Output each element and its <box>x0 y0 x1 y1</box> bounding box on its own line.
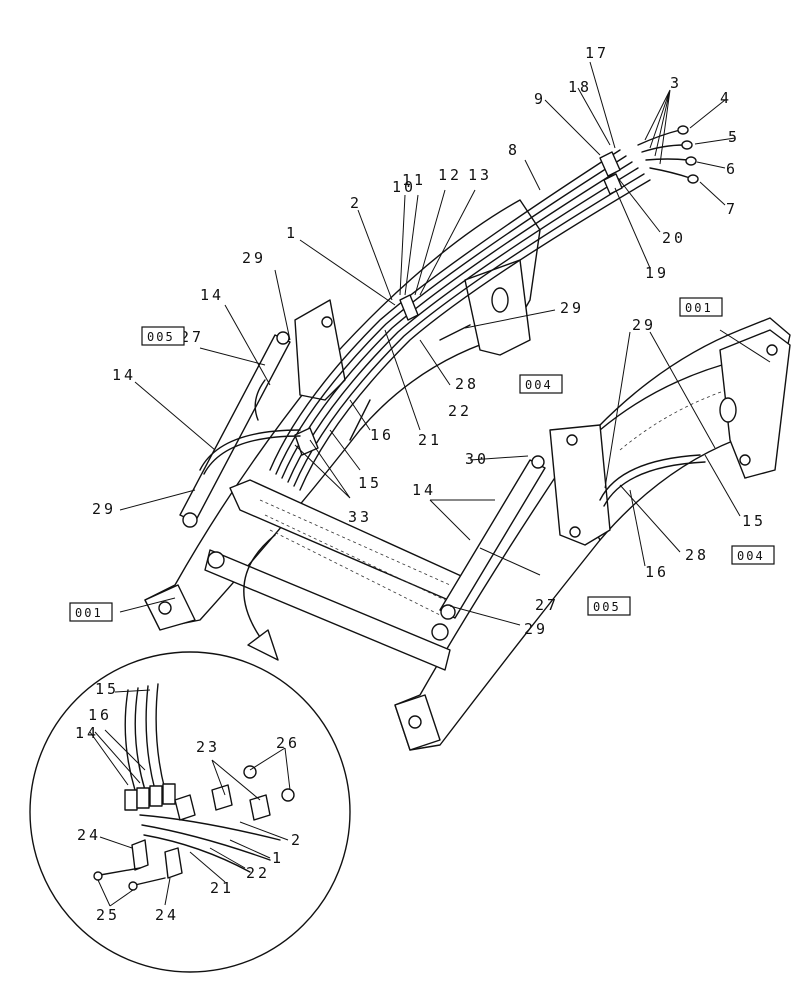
detail-view <box>29 534 351 973</box>
callout-33: 33 <box>348 508 372 526</box>
right-loader-arm <box>394 317 791 751</box>
callout-2: 2 <box>350 194 362 212</box>
ref-001-a: 001 <box>685 301 713 315</box>
callout-9: 9 <box>534 90 546 108</box>
callout-27-b: 27 <box>535 596 559 614</box>
callout-18: 18 <box>568 78 592 96</box>
callout-14-b: 14 <box>112 366 136 384</box>
callout-26: 26 <box>276 734 300 752</box>
ref-004-b: 004 <box>737 549 765 563</box>
callout-15-b: 15 <box>742 512 766 530</box>
callout-24-a: 24 <box>77 826 101 844</box>
ref-004-a: 004 <box>525 378 553 392</box>
callout-16-b: 16 <box>645 563 669 581</box>
callout-15-detail: 15 <box>95 680 119 698</box>
callout-29-a: 29 <box>242 249 266 267</box>
callout-12: 12 <box>438 166 462 184</box>
callout-3: 3 <box>670 74 682 92</box>
callout-19: 19 <box>645 264 669 282</box>
callout-22: 22 <box>448 402 472 420</box>
callout-8: 8 <box>508 141 520 159</box>
callout-10: 10 <box>392 178 416 196</box>
callout-7: 7 <box>726 200 738 218</box>
callout-29-d: 29 <box>632 316 656 334</box>
callout-14-a: 14 <box>200 286 224 304</box>
callout-25: 25 <box>96 906 120 924</box>
callout-5: 5 <box>728 128 740 146</box>
callout-29-e: 29 <box>524 620 548 638</box>
cross-tube-cover <box>204 479 471 671</box>
callout-27-a: 27 <box>180 328 204 346</box>
callout-6: 6 <box>726 160 738 178</box>
callout-16-a: 16 <box>370 426 394 444</box>
callout-14-detail: 14 <box>75 724 99 742</box>
callout-1-detail: 1 <box>272 849 284 867</box>
lift-cylinders <box>179 331 546 620</box>
callout-14-c: 14 <box>412 481 436 499</box>
callout-13: 13 <box>468 166 492 184</box>
callout-labels: 17 18 9 8 3 4 5 6 7 20 19 10 11 12 13 2 … <box>75 44 766 924</box>
callout-4: 4 <box>720 89 732 107</box>
callout-15-a: 15 <box>358 474 382 492</box>
hydraulic-hose-bundle <box>199 125 706 507</box>
callout-2-detail: 2 <box>291 831 303 849</box>
leader-lines <box>89 61 771 907</box>
callout-16-detail: 16 <box>88 706 112 724</box>
callout-22-detail: 22 <box>246 864 270 882</box>
callout-29-b: 29 <box>560 299 584 317</box>
ref-001-b: 001 <box>75 606 103 620</box>
callout-30: 30 <box>465 450 489 468</box>
callout-20: 20 <box>662 229 686 247</box>
ref-005-b: 005 <box>593 600 621 614</box>
callout-11: 11 <box>402 171 426 189</box>
ref-005-a: 005 <box>147 330 175 344</box>
callout-1: 1 <box>286 224 298 242</box>
callout-21: 21 <box>418 431 442 449</box>
callout-17: 17 <box>585 44 609 62</box>
callout-28-a: 28 <box>455 375 479 393</box>
callout-23: 23 <box>196 738 220 756</box>
callout-21-detail: 21 <box>210 879 234 897</box>
callout-29-c: 29 <box>92 500 116 518</box>
callout-24-b: 24 <box>155 906 179 924</box>
reference-boxes: 001 005 004 004 005 001 <box>69 297 775 622</box>
callout-28-b: 28 <box>685 546 709 564</box>
